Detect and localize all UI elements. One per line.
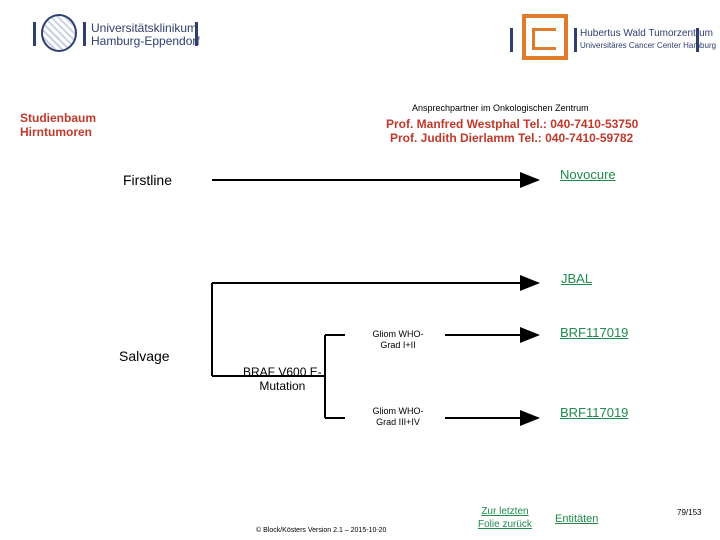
salvage-label: Salvage xyxy=(119,348,170,364)
logo-bar-mid xyxy=(574,28,577,52)
firstline-label: Firstline xyxy=(123,172,173,188)
orange-square-icon xyxy=(522,14,568,60)
tumorzentrum-logo: Hubertus Wald Tumorzentrum Universitäres… xyxy=(510,14,716,60)
gliom34-line1: Gliom WHO- xyxy=(372,406,424,416)
braf-mutation-label: BRAF V600 E- Mutation xyxy=(243,365,322,393)
uke-logo: Universitätsklinikum Hamburg-Eppendorf xyxy=(33,14,203,54)
brf117019-link-2[interactable]: BRF117019 xyxy=(560,405,629,420)
gliom12-line2: Grad I+II xyxy=(380,340,416,350)
tumorzentrum-name-line2: Universitäres Cancer Center Hamburg xyxy=(580,41,717,50)
braf-line2: Mutation xyxy=(259,379,306,393)
page-number: 79/153 xyxy=(677,508,702,517)
uke-name-line1: Universitätsklinikum xyxy=(91,21,198,35)
gliom12-line1: Gliom WHO- xyxy=(372,329,424,339)
back-link-line1: Zur letzten xyxy=(481,506,529,517)
gliom34-line2: Grad III+IV xyxy=(376,417,420,427)
copyright: © Block/Kösters Version 2.1 – 2015-10-20 xyxy=(256,527,387,534)
study-tree-title: Studienbaum Hirntumoren xyxy=(20,111,96,139)
braf-line1: BRAF V600 E- xyxy=(243,365,322,379)
study-tree-line1: Studienbaum xyxy=(20,111,97,125)
logo-bar-right xyxy=(696,28,699,52)
back-link[interactable]: Zur letzten Folie zurück xyxy=(478,505,532,531)
logo-bar-left xyxy=(510,28,513,52)
logo-bar-mid xyxy=(83,22,86,46)
novocure-link[interactable]: Novocure xyxy=(560,167,616,182)
gliom12-label: Gliom WHO- Grad I+II xyxy=(362,329,434,351)
entities-link[interactable]: Entitäten xyxy=(555,513,599,525)
uke-name-line2: Hamburg-Eppendorf xyxy=(91,34,200,48)
back-link-line2: Folie zurück xyxy=(478,519,532,530)
brf117019-link-1[interactable]: BRF117019 xyxy=(560,325,629,340)
gliom34-label: Gliom WHO- Grad III+IV xyxy=(362,406,434,428)
contact-title: Ansprechpartner im Onkologischen Zentrum xyxy=(412,103,589,113)
contact-westphal: Prof. Manfred Westphal Tel.: 040-7410-53… xyxy=(386,117,639,131)
tumorzentrum-name-line1: Hubertus Wald Tumorzentrum xyxy=(580,28,714,39)
logo-bar-left xyxy=(33,22,36,46)
jbal-link[interactable]: JBAL xyxy=(561,271,593,286)
logo-bar-right xyxy=(195,22,198,46)
seal-icon xyxy=(41,14,77,52)
contact-dierlamm: Prof. Judith Dierlamm Tel.: 040-7410-597… xyxy=(390,131,634,145)
study-tree-line2: Hirntumoren xyxy=(20,125,92,139)
